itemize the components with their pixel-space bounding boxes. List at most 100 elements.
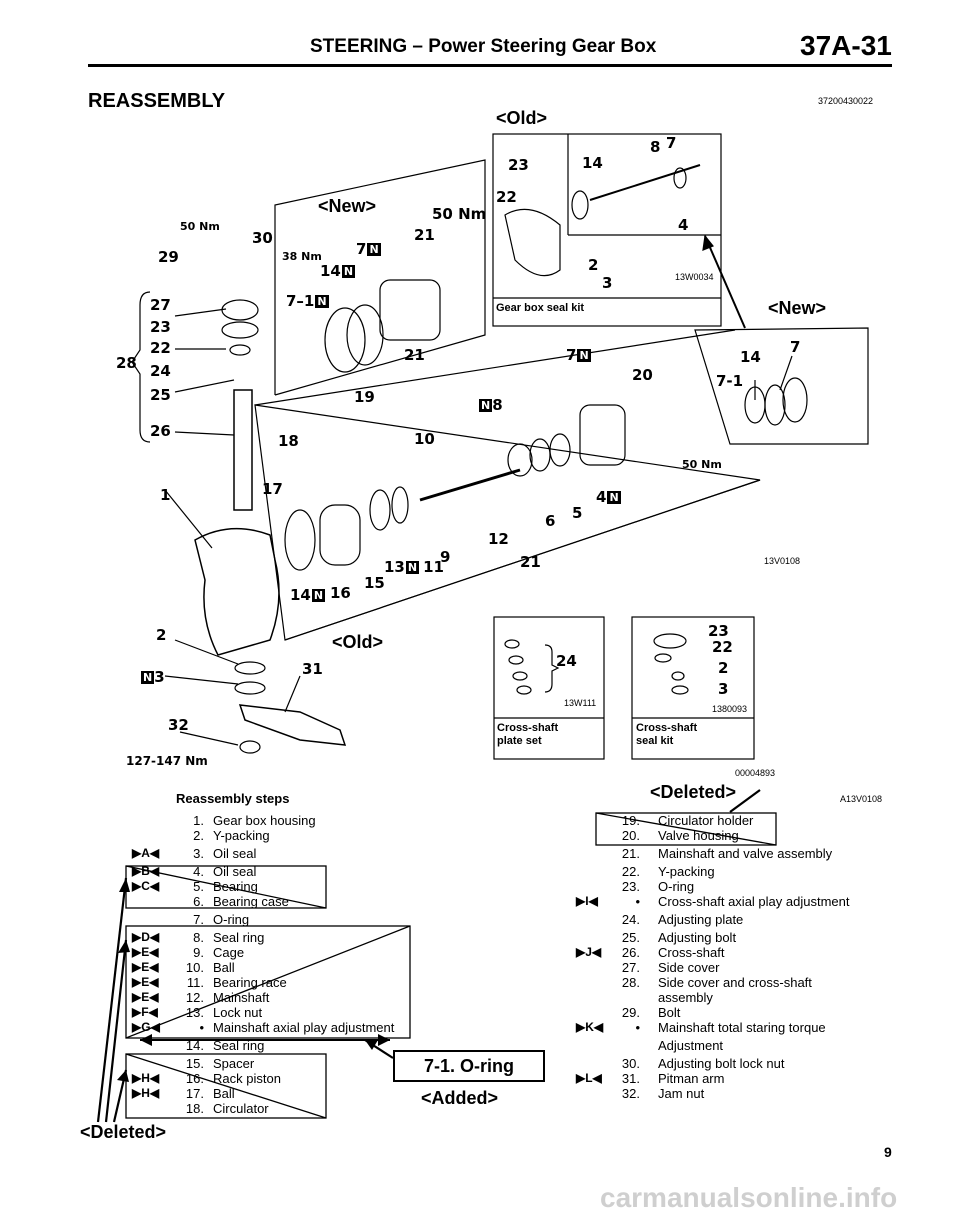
- callout: 23: [150, 318, 171, 336]
- step-text: Cross-shaft: [658, 945, 725, 960]
- torque-label: 38 Nm: [282, 250, 322, 263]
- step-text: Spacer: [213, 1056, 255, 1071]
- step-number: 11.: [186, 975, 204, 990]
- callout: 31: [302, 660, 323, 678]
- n-mark: N: [577, 349, 591, 362]
- step-marker: ▶F◀: [132, 1005, 158, 1019]
- steps-title: Reassembly steps: [176, 791, 290, 806]
- step-text: Valve housing: [658, 828, 739, 843]
- page-number: 9: [884, 1144, 892, 1160]
- callout: 22: [150, 339, 171, 357]
- step-text: Adjusting bolt: [658, 930, 737, 945]
- step-text: Side cover: [658, 960, 720, 975]
- step-text: Oil seal: [213, 846, 257, 861]
- callout: 20: [632, 366, 653, 384]
- step-marker: ▶E◀: [132, 990, 159, 1004]
- step-text: O-ring: [658, 879, 695, 894]
- tag-added: <Added>: [421, 1088, 499, 1108]
- step-marker: ▶A◀: [132, 846, 160, 860]
- step-text: Circulator: [213, 1101, 269, 1116]
- step-number: 13.: [185, 1005, 204, 1020]
- step-text: Adjusting bolt lock nut: [658, 1056, 785, 1071]
- step-number: 23.: [621, 879, 640, 894]
- step-number: 21.: [621, 846, 640, 861]
- callout: 32: [168, 716, 189, 734]
- callout: 21: [414, 226, 435, 244]
- step-number: 5.: [193, 879, 204, 894]
- callout: 25: [150, 386, 171, 404]
- page-header-title: STEERING – Power Steering Gear Box: [310, 36, 657, 57]
- callout: 12: [488, 530, 509, 548]
- step-number: •: [635, 1020, 640, 1035]
- step-text: Cross-shaft axial play adjustment: [658, 894, 850, 909]
- step-text: Pitman arm: [658, 1071, 725, 1086]
- callout: 9: [440, 548, 451, 566]
- step-text: Seal ring: [213, 1038, 265, 1053]
- callout: 14: [740, 348, 761, 366]
- fig-id-overall: 00004893: [735, 768, 776, 778]
- step-number: 26.: [621, 945, 640, 960]
- step-text: Jam nut: [658, 1086, 705, 1101]
- step-number: 25.: [621, 930, 640, 945]
- callout: 7: [356, 240, 367, 258]
- tag-deleted-left: <Deleted>: [80, 1122, 167, 1142]
- callout: 2: [156, 626, 167, 644]
- step-number: 29.: [621, 1005, 640, 1020]
- step-text: Bolt: [658, 1005, 681, 1020]
- header-rule: [88, 64, 892, 67]
- callout: 3: [154, 668, 165, 686]
- step-number: 16.: [185, 1071, 204, 1086]
- step-text: Adjusting plate: [658, 912, 744, 927]
- callout: 3: [718, 680, 729, 698]
- kit-box-cross-plate: [493, 616, 605, 760]
- callout: 14: [290, 586, 311, 604]
- step-text: Lock nut: [213, 1005, 263, 1020]
- step-text: assembly: [658, 990, 713, 1005]
- step-text: Gear box housing: [213, 813, 316, 828]
- step-marker: ▶J◀: [576, 945, 602, 959]
- torque-label: 127-147 Nm: [126, 754, 208, 768]
- step-number: 9.: [193, 945, 204, 960]
- step-text: Bearing race: [213, 975, 287, 990]
- step-number: 27.: [621, 960, 640, 975]
- step-text: Mainshaft: [213, 990, 270, 1005]
- step-number: 32.: [621, 1086, 640, 1101]
- torque-label: 50 Nm: [682, 458, 722, 471]
- callout: 19: [354, 388, 375, 406]
- step-number: 1.: [193, 813, 204, 828]
- fig-id-cross-plate: 13W111: [564, 698, 597, 708]
- tag-deleted-caption: <Deleted>: [650, 782, 737, 802]
- callout: 27: [150, 296, 171, 314]
- step-marker: ▶G◀: [132, 1020, 160, 1034]
- callout: 5: [572, 504, 583, 522]
- torque-label: 50 Nm: [180, 220, 220, 233]
- callout: 14: [582, 154, 603, 172]
- doc-id: 37200430022: [818, 96, 874, 106]
- step-text: Ball: [213, 960, 235, 975]
- added-o-ring-label: 7-1. O-ring: [393, 1050, 545, 1082]
- callout: 18: [278, 432, 299, 450]
- callout: 2: [588, 256, 599, 274]
- step-text: Seal ring: [213, 930, 265, 945]
- step-number: 12.: [185, 990, 204, 1005]
- step-number: 28.: [621, 975, 640, 990]
- step-number: 14.: [185, 1038, 204, 1053]
- fig-id-cross-seal: 1380093: [712, 704, 748, 714]
- step-text: Y-packing: [213, 828, 270, 843]
- step-marker: ▶L◀: [576, 1071, 602, 1085]
- callout: 22: [712, 638, 733, 656]
- tag-new-right: <New>: [768, 298, 827, 318]
- callout: 15: [364, 574, 385, 592]
- callout: 7-1: [716, 372, 744, 390]
- n-mark: N: [405, 561, 420, 574]
- callout: 23: [708, 622, 729, 640]
- step-text: Bearing case: [213, 894, 289, 909]
- n-mark: N: [607, 491, 621, 504]
- callout: 16: [330, 584, 351, 602]
- callout: 4: [596, 488, 607, 506]
- callout: 29: [158, 248, 179, 266]
- step-number: 17.: [185, 1086, 204, 1101]
- section-heading: REASSEMBLY: [88, 90, 226, 112]
- step-number: 4.: [193, 864, 204, 879]
